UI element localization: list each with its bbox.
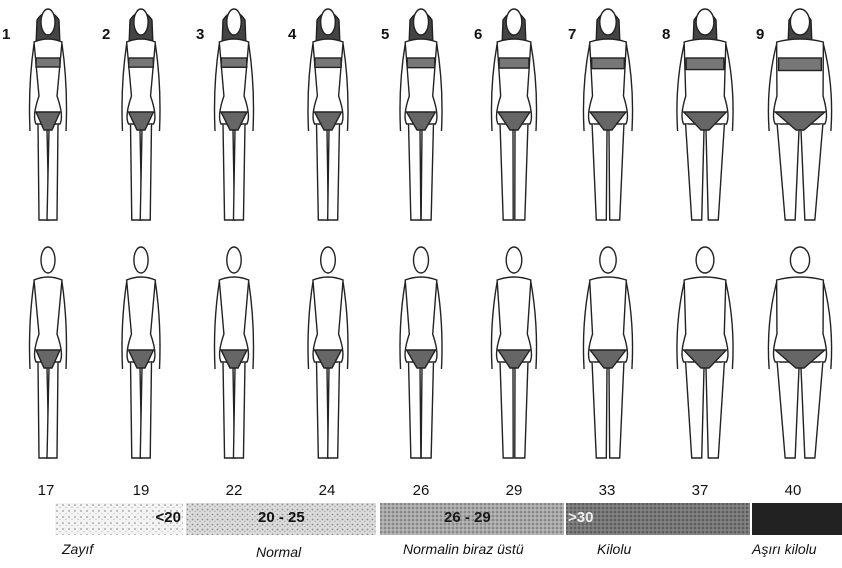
female-figure-2	[93, 6, 189, 228]
bmi-value-8: 37	[670, 482, 730, 499]
female-figure-1	[0, 6, 96, 228]
category-underweight: Zayıf	[62, 541, 93, 557]
bmi-value-4: 24	[297, 482, 357, 499]
range-label-26-29: 26 - 29	[444, 509, 491, 526]
category-normal: Normal	[256, 544, 301, 560]
category-slightly-above: Normalin biraz üstü	[403, 541, 524, 557]
range-label-20-25: 20 - 25	[258, 509, 305, 526]
range-label-under-20: <20	[156, 509, 181, 526]
female-figure-5	[373, 6, 469, 228]
range-label-over-30: >30	[568, 509, 593, 526]
male-figure-6	[466, 244, 562, 466]
bmi-value-9: 40	[763, 482, 823, 499]
bmi-value-3: 22	[204, 482, 264, 499]
male-figure-7	[560, 244, 656, 466]
band-morbidly-obese	[752, 503, 842, 535]
male-figure-4	[280, 244, 376, 466]
female-figure-3	[186, 6, 282, 228]
female-figure-6	[466, 6, 562, 228]
female-figure-8	[657, 6, 753, 228]
male-figure-5	[373, 244, 469, 466]
bmi-value-1: 17	[16, 482, 76, 499]
band-underweight: <20	[55, 503, 183, 535]
male-figure-2	[93, 244, 189, 466]
male-figure-1	[0, 244, 96, 466]
band-overweight: 26 - 29	[380, 503, 564, 535]
male-figure-9	[752, 244, 842, 466]
category-overweight: Kilolu	[597, 541, 631, 557]
bmi-value-7: 33	[577, 482, 637, 499]
female-figure-4	[280, 6, 376, 228]
female-figure-7	[560, 6, 656, 228]
bmi-value-5: 26	[391, 482, 451, 499]
male-figure-8	[657, 244, 753, 466]
band-normal: 20 - 25	[186, 503, 376, 535]
male-figure-3	[186, 244, 282, 466]
band-obese: >30	[566, 503, 750, 535]
bmi-value-2: 19	[111, 482, 171, 499]
female-figure-9	[752, 6, 842, 228]
category-obese: Aşırı kilolu	[752, 541, 817, 557]
bmi-value-6: 29	[484, 482, 544, 499]
